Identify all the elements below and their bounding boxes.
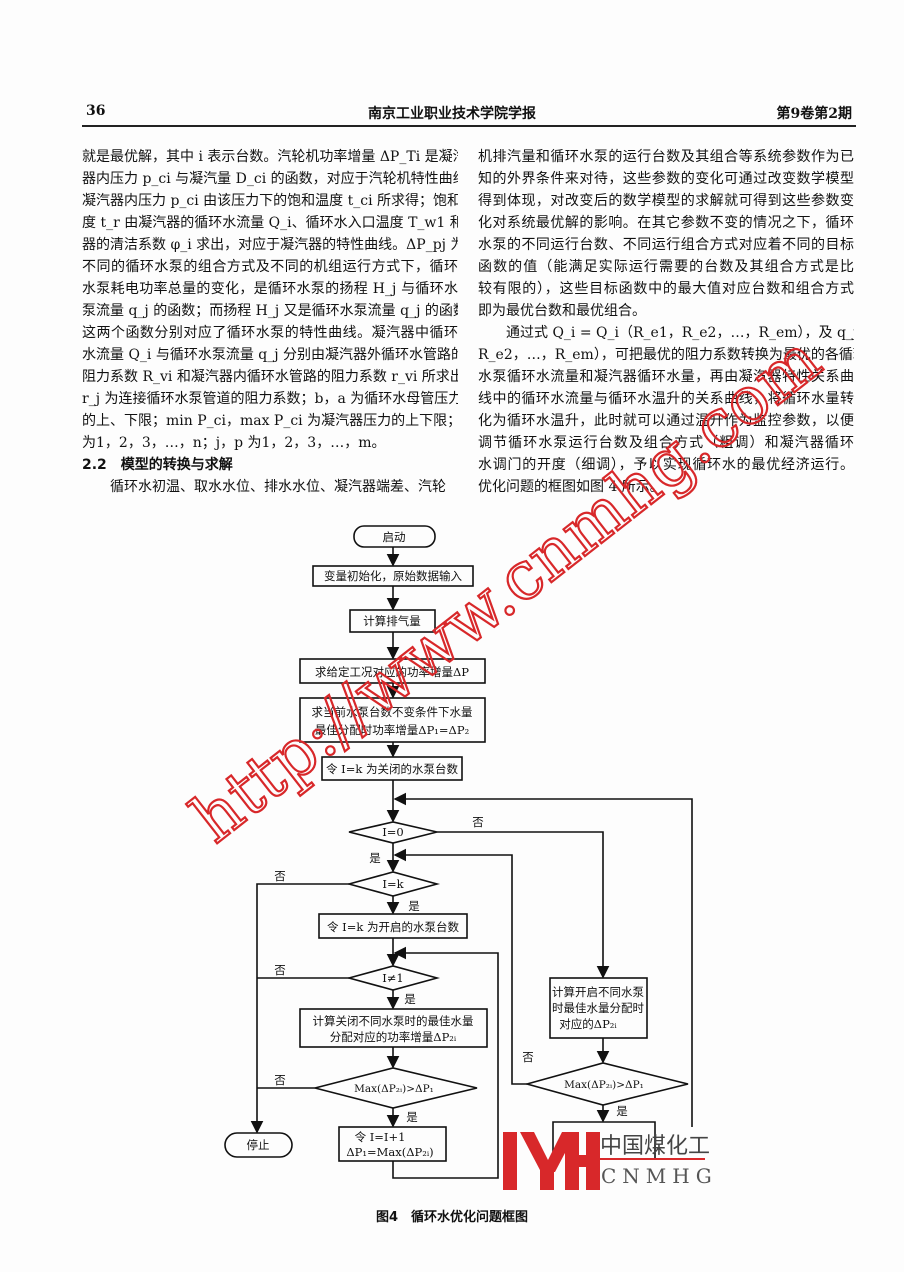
text-line: 线中的循环水流量与循环水温升的关系曲线，将循环水量转 (478, 391, 854, 407)
cond-i0-label: I=0 (382, 825, 404, 839)
text-line: 水流量 Q_i 与循环水泵流量 q_j 分别由凝汽器外循环水管路的 (82, 347, 458, 363)
watermark: http://www.cnmhg.com (177, 320, 834, 857)
calc-exhaust-label: 计算排气量 (363, 614, 421, 628)
text-line: 器内压力 p_ci 与凝汽量 D_ci 的函数，对应于汽轮机特性曲线。 (82, 171, 458, 187)
text-line: 为1，2，3，…，n；j，p 为1，2，3，…，m。 (82, 435, 386, 451)
text-line: 器的清洁系数 φ_i 求出，对应于凝汽器的特性曲线。ΔP_pj 为 (82, 237, 458, 253)
no-label: 否 (274, 1073, 286, 1087)
text-line: 阻力系数 R_vi 和凝汽器内循环水管路的阻力系数 r_vi 所求出； (82, 369, 458, 385)
cond-ik-label: I=k (382, 877, 404, 891)
text-line: R_e2，…，R_em），可把最优的阻力系数转换为最优的各循环 (478, 347, 854, 363)
text-line: 水泵循环水流量和凝汽器循环水量，再由凝汽器特性关系曲 (478, 369, 854, 385)
cnmhg-logo: 中国煤化工 CNMHG (503, 1132, 718, 1190)
yes-label: 是 (404, 992, 416, 1006)
text-line: 得到体现，对改变后的数学模型的求解就可得到这些参数变 (478, 193, 854, 209)
logo-cn: 中国煤化工 (600, 1134, 710, 1159)
no-label: 否 (274, 869, 286, 883)
text-line: 机排汽量和循环水泵的运行台数及其组合等系统参数作为已 (478, 149, 854, 165)
logo-en: CNMHG (601, 1164, 718, 1188)
text-line: 凝汽器内压力 p_ci 由该压力下的饱和温度 t_ci 所求得；饱和温 (82, 193, 458, 209)
text-line: 不同的循环水泵的组合方式及不同的机组运行方式下，循环 (82, 259, 458, 275)
text-line: 较有限的），这些目标函数中的最大值对应台数和组合方式 (478, 281, 854, 297)
set-closed-label: 令 I=k 为关闭的水泵台数 (326, 762, 458, 776)
text-line: 通过式 Q_i = Q_i（R_e1，R_e2，…，R_em），及 q_j = … (506, 325, 854, 341)
update-label-a: 令 I=I+1 (355, 1130, 406, 1144)
text-line: 水调门的开度（细调），予以实现循环水的最优经济运行。 (478, 457, 854, 473)
no-label: 否 (274, 963, 286, 977)
start-terminator (353, 525, 436, 548)
start-label: 启动 (383, 530, 406, 544)
text-line: 知的外界条件来对待，这些参数的变化可通过改变数学模型 (478, 171, 854, 187)
calc-close-label-b: 分配对应的功率增量ΔP₂ᵢ (330, 1030, 457, 1044)
text-line: 函数的值（能满足实际运行需要的台数及其组合方式是比 (478, 259, 854, 275)
page-number: 36 (86, 103, 106, 119)
calc-close-label-a: 计算关闭不同水泵时的最佳水量 (313, 1014, 474, 1028)
calc-dp1-label-b: 最佳分配时功率增量ΔP₁=ΔP₂ (315, 723, 469, 737)
cond-max-right-label: Max(ΔP₂ᵢ)>ΔP₁ (564, 1079, 644, 1091)
cond-ine1-label: I≠1 (382, 971, 404, 985)
no-label: 否 (472, 815, 484, 829)
flowchart-lines (224, 525, 693, 1179)
text-line: 化为循环水温升，此时就可以通过温升作为监控参数，以便 (478, 413, 854, 429)
stop-label: 停止 (247, 1138, 270, 1152)
no-label: 否 (522, 1050, 534, 1064)
text-line: 循环水初温、取水水位、排水水位、凝汽器端差、汽轮 (110, 479, 446, 495)
section-heading: 2.2 模型的转换与求解 (82, 457, 233, 473)
text-line: 即为最优台数和最优组合。 (478, 303, 646, 319)
calc-dp1-label-a: 求当前水泵台数不变条件下水量 (312, 705, 473, 719)
calc-open-label-b: 时最佳水量分配时 (552, 1001, 644, 1015)
calc-dp-label: 求给定工况对应的功率增量ΔP (315, 665, 469, 679)
cond-max-left-label: Max(ΔP₂ᵢ)>ΔP₁ (354, 1083, 434, 1095)
issue-label: 第9卷第2期 (776, 106, 852, 122)
text-line: 水泵耗电功率总量的变化，是循环水泵的扬程 H_j 与循环水 (82, 281, 458, 297)
right-column: 机排汽量和循环水泵的运行台数及其组合等系统参数作为已知的外界条件来对待，这些参数… (478, 146, 854, 498)
text-line: 水泵的不同运行台数、不同运行组合方式对应着不同的目标 (478, 237, 854, 253)
stop-terminator (224, 1132, 293, 1158)
init-label: 变量初始化，原始数据输入 (324, 569, 462, 583)
yes-label: 是 (408, 899, 420, 913)
update-label-b: ΔP₁=Max(ΔP₂ᵢ) (346, 1145, 433, 1159)
figure-caption: 图4 循环水优化问题框图 (375, 1210, 529, 1225)
text-line: 泵流量 q_j 的函数；而扬程 H_j 又是循环水泵流量 q_j 的函数， (82, 303, 458, 319)
yes-label: 是 (406, 1110, 418, 1124)
header-rule (82, 125, 856, 127)
text-line: 的上、下限；min P_ci，max P_ci 为凝汽器压力的上下限；i，l (82, 413, 458, 429)
text-line: r_j 为连接循环水泵管道的阻力系数；b，a 为循环水母管压力 (82, 391, 458, 407)
yes-label: 是 (616, 1104, 628, 1118)
yes-label: 是 (369, 851, 381, 865)
calc-open-label-c: 对应的ΔP₂ᵢ (559, 1017, 617, 1031)
text-line: 这两个函数分别对应了循环水泵的特性曲线。凝汽器中循环 (82, 325, 458, 341)
text-line: 化对系统最优解的影响。在其它参数不变的情况之下，循环 (478, 215, 854, 231)
calc-open-label-a: 计算开启不同水泵 (552, 985, 644, 999)
text-line: 优化问题的框图如图 4 所示。 (478, 479, 664, 495)
text-line: 就是最优解，其中 i 表示台数。汽轮机功率增量 ΔP_Ti 是凝汽 (82, 149, 458, 165)
text-line: 调节循环水泵运行台数及组合方式（粗调）和凝汽器循环 (478, 435, 854, 451)
left-column: 就是最优解，其中 i 表示台数。汽轮机功率增量 ΔP_Ti 是凝汽器内压力 p_… (82, 146, 458, 498)
set-open-label: 令 I=k 为开启的水泵台数 (327, 920, 459, 934)
journal-title: 南京工业职业技术学院学报 (368, 106, 536, 122)
text-line: 度 t_r 由凝汽器的循环水流量 Q_i、循环水入口温度 T_w1 和凝汽 (82, 215, 458, 231)
